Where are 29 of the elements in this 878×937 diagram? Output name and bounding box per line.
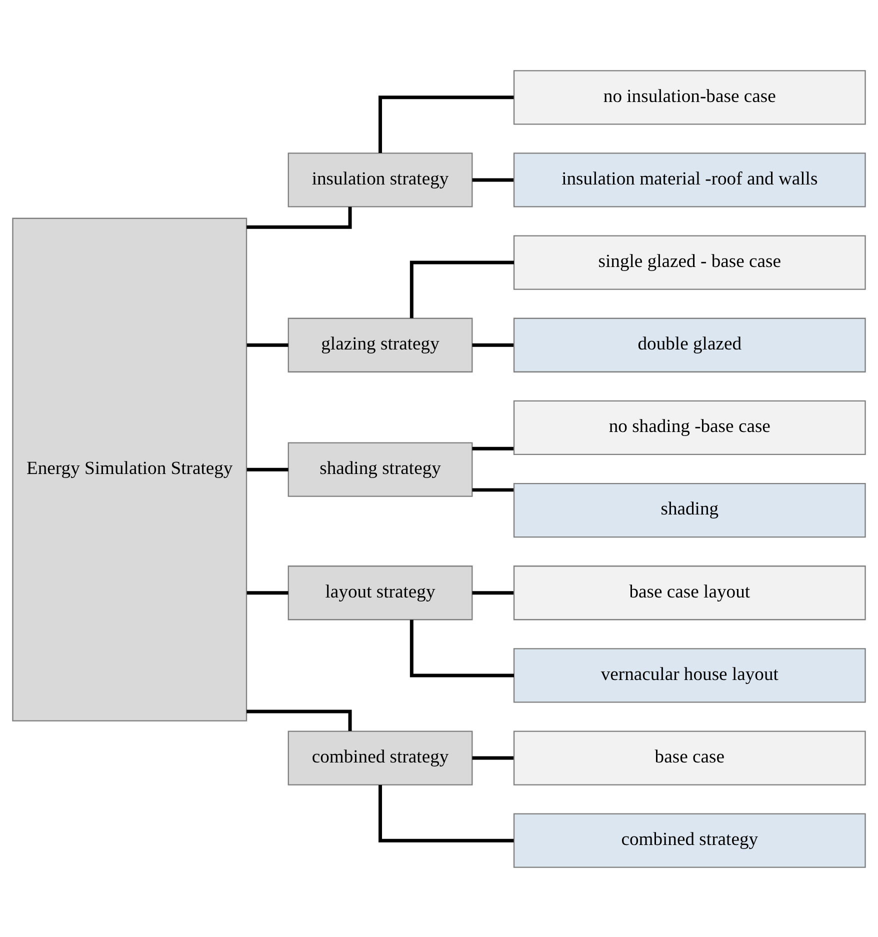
connector: [472, 488, 514, 492]
node-box: no insulation-base case: [513, 70, 866, 124]
node-box: base case layout: [513, 565, 866, 620]
connector: [378, 95, 514, 152]
connector: [246, 467, 288, 471]
node-box: vernacular house layout: [513, 648, 866, 702]
node-box: Energy Simulation Strategy: [12, 217, 248, 721]
node-box: combined strategy: [288, 730, 473, 785]
connector: [472, 342, 514, 346]
node-box: base case: [513, 730, 866, 785]
node-box: layout strategy: [288, 565, 473, 620]
node-box: glazing strategy: [288, 317, 473, 372]
node-box: no shading -base case: [513, 400, 866, 455]
connector: [246, 342, 288, 346]
connector: [472, 446, 514, 450]
node-box: double glazed: [513, 317, 866, 372]
connector: [410, 619, 514, 677]
node-box: shading strategy: [288, 442, 473, 496]
node-box: shading: [513, 482, 866, 538]
connector: [410, 260, 514, 318]
node-box: single glazed - base case: [513, 234, 866, 290]
connector: [472, 590, 514, 594]
connector: [378, 784, 514, 842]
node-box: insulation material -roof and walls: [513, 152, 866, 207]
connector: [472, 756, 514, 760]
node-box: insulation strategy: [288, 152, 473, 207]
connector: [246, 590, 288, 594]
node-box: combined strategy: [513, 812, 866, 868]
connector: [472, 178, 514, 182]
